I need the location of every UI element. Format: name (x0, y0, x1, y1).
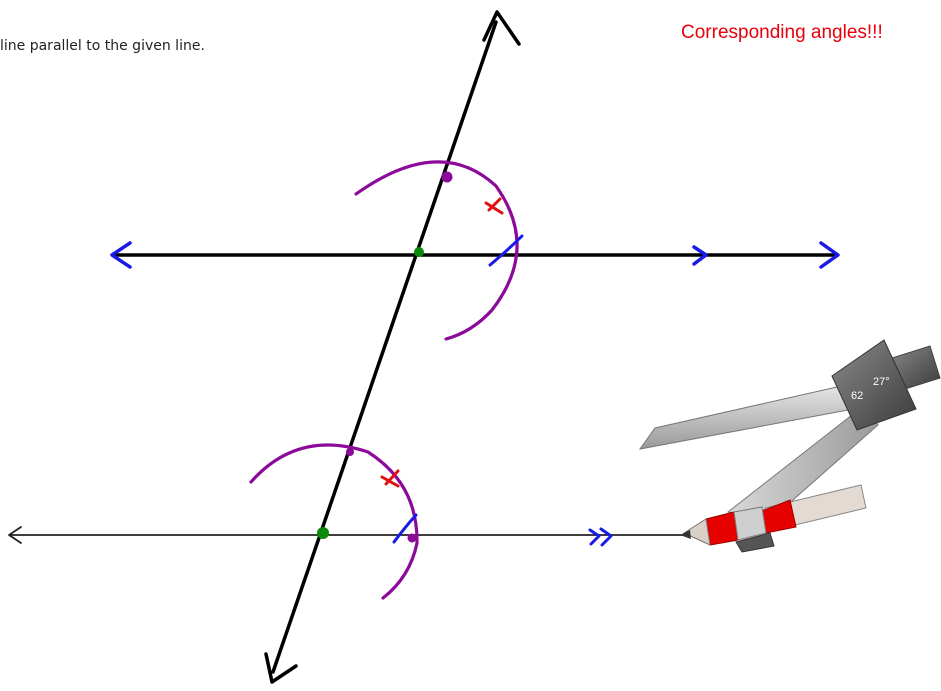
compass-angle-number: 62 (851, 390, 863, 402)
upper-vertex-dot (414, 247, 424, 257)
compass-tool[interactable]: 62 27° (638, 339, 941, 553)
upper-arc-intersection-dot (441, 171, 453, 183)
upper-construction-arc (354, 160, 519, 341)
compass-pencil-sleeve (733, 506, 767, 541)
lower-blue-arc-cross (392, 513, 418, 544)
compass-angle-degrees: 27° (873, 376, 890, 388)
transversal-bottom-arrowhead (264, 652, 298, 684)
upper-left-arrowhead (110, 241, 132, 269)
compass-pencil-lead (680, 530, 691, 539)
compass-pencil-tip (682, 518, 711, 546)
headline-text: Corresponding angles!!! (681, 22, 883, 43)
lower-arc-line-dot (407, 533, 417, 543)
upper-arc-tick-mark (484, 197, 504, 215)
given-line-parallel-mark-2 (599, 527, 613, 547)
transversal-top-arrowhead (482, 10, 521, 46)
lower-arc-tick-mark (380, 469, 400, 488)
compass-clamp (735, 532, 775, 553)
transversal-line (271, 20, 498, 674)
given-line-parallel-mark-1 (588, 528, 601, 546)
instruction-text: line parallel to the given line. (0, 38, 205, 54)
compass-hub[interactable] (831, 339, 917, 431)
given-line-left-arrowhead (8, 526, 22, 544)
lower-construction-arc (249, 443, 419, 600)
upper-parallel-mark (692, 245, 708, 266)
upper-right-arrowhead (819, 241, 840, 269)
upper-blue-arc-cross (488, 234, 524, 267)
lower-vertex-dot (317, 527, 329, 539)
lower-arc-intersection-dot (346, 448, 354, 456)
